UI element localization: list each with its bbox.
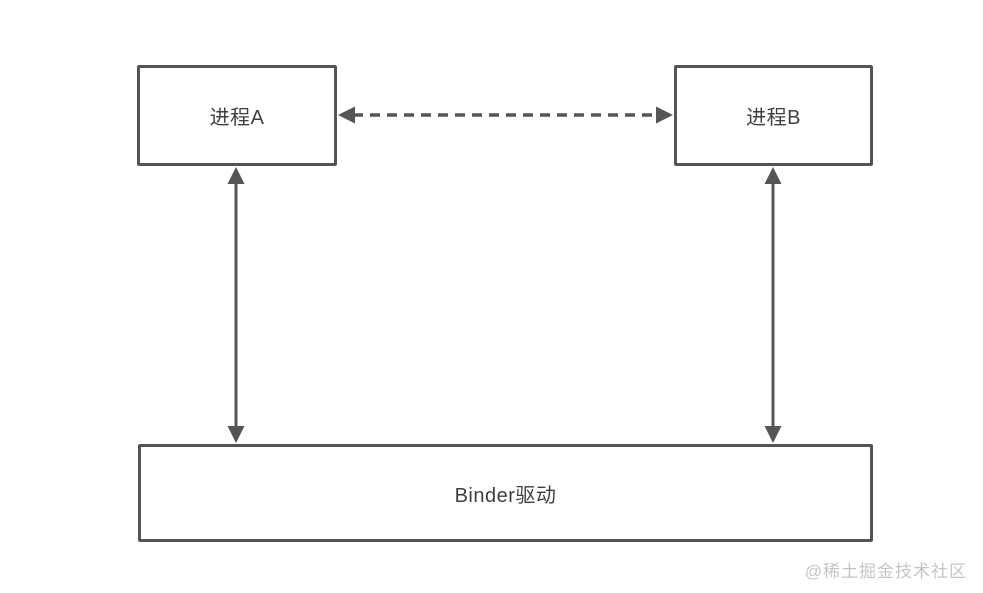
dashed-arrow-processA-processB — [338, 106, 673, 124]
arrow-head-up — [227, 167, 245, 184]
arrow-head-down — [227, 426, 245, 443]
watermark: @稀土掘金技术社区 — [804, 562, 967, 581]
node-process-a: 进程A — [137, 65, 337, 166]
node-binder-driver: Binder驱动 — [138, 444, 873, 542]
dashed-arrow-head-left — [338, 106, 355, 124]
arrow-head-up — [764, 167, 782, 184]
arrow-head-down — [764, 426, 782, 443]
node-binder-driver-label: Binder驱动 — [454, 484, 557, 507]
node-process-a-label: 进程A — [209, 107, 265, 129]
arrow-processB-binder — [764, 167, 782, 443]
node-process-b-label: 进程B — [746, 107, 801, 129]
arrow-processA-binder — [227, 167, 245, 443]
node-process-b: 进程B — [674, 65, 873, 166]
dashed-arrow-head-right — [656, 106, 673, 124]
